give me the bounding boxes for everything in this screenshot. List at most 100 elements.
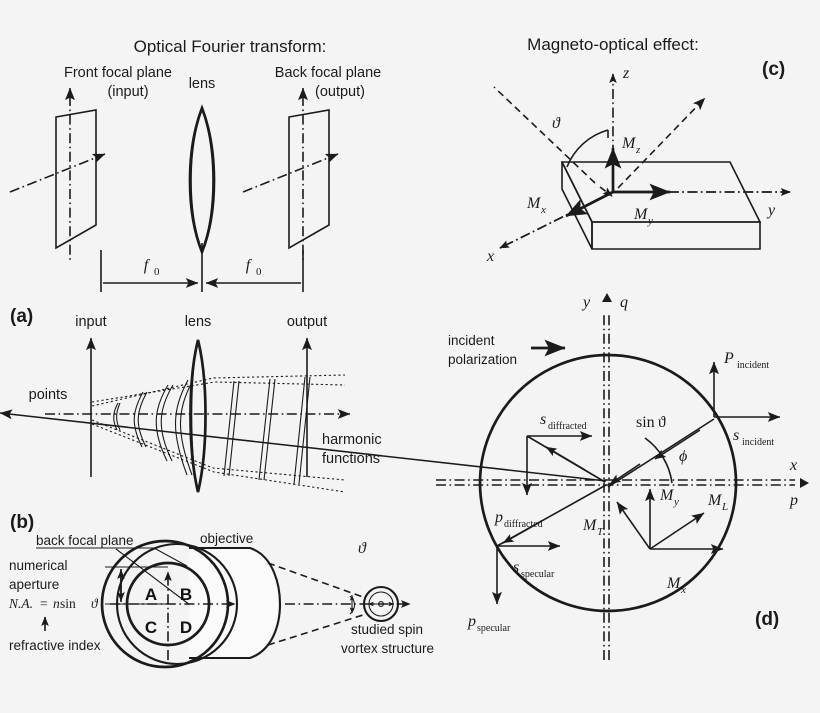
envelope-lower-b <box>91 423 346 493</box>
magnetization-triad <box>616 488 724 554</box>
sin-theta-line-upper <box>0 409 607 482</box>
refractive-index-label: refractive index <box>9 638 101 653</box>
p-incident-label: P incident <box>723 350 769 371</box>
svg-text:M: M <box>621 135 637 152</box>
svg-text:f: f <box>144 257 151 274</box>
phi-arc <box>644 437 673 484</box>
svg-text:diffracted: diffracted <box>548 421 587 432</box>
axis-y-arrow-d <box>602 293 612 302</box>
back-focal-plane-label-line1: Back focal plane <box>275 65 381 81</box>
theta-b-label: ϑ <box>358 540 367 557</box>
specular-group <box>492 484 607 605</box>
focal-right-label: f 0 <box>246 257 262 278</box>
envelope-upper-a <box>91 374 346 407</box>
svg-text:p: p <box>467 613 476 630</box>
svg-text:s: s <box>513 559 519 576</box>
wavefront-3b <box>160 384 174 462</box>
axis-x-arrow-d <box>800 478 809 488</box>
mt-label-d: M T <box>582 517 604 538</box>
axis-q-label-d: q <box>620 294 628 311</box>
svg-text:specular: specular <box>521 569 555 580</box>
quadrant-a-label: A <box>145 585 157 604</box>
vortex-outer-circle <box>362 585 400 623</box>
axis-y-label: y <box>766 202 776 219</box>
back-focal-plane-b-label: back focal plane <box>36 533 134 548</box>
na-eq: = <box>40 596 48 611</box>
wavefront-4 <box>174 379 189 476</box>
s-diffracted-label: s diffracted <box>540 411 587 432</box>
sin-theta-label: sin ϑ <box>636 414 666 431</box>
p-specular-label: p specular <box>467 613 511 634</box>
svg-text:M: M <box>582 517 598 534</box>
lens-axis-label: lens <box>185 314 212 330</box>
wavefront-5 <box>223 380 235 477</box>
axis-x-label: x <box>486 248 494 265</box>
studied-label-line2: vortex structure <box>341 641 434 656</box>
panel-a-label: (a) <box>10 306 33 327</box>
reflected-ray-c <box>617 97 706 189</box>
svg-text:M: M <box>707 492 723 509</box>
na-formula: N.A. = n sin ϑ <box>8 596 99 611</box>
harmonic-label-line2: functions <box>322 451 380 467</box>
incident-polarization-line2: polarization <box>448 352 517 367</box>
wavefront-5b <box>228 380 240 477</box>
ml-vector-d <box>649 512 705 550</box>
svg-text:0: 0 <box>154 266 160 278</box>
wavefront-7 <box>293 376 306 485</box>
mt-vector-d <box>616 501 651 550</box>
svg-text:x: x <box>540 204 546 216</box>
leader-bfp-2 <box>115 548 191 606</box>
svg-text:M: M <box>633 206 649 223</box>
wavefront-2 <box>133 391 144 448</box>
svg-text:z: z <box>635 144 641 156</box>
lens-lower-inner-l <box>191 343 198 489</box>
axis-p-label-d: p <box>789 492 798 509</box>
incident-polarization-line1: incident <box>448 333 495 348</box>
na-prefix: N.A. <box>8 596 33 611</box>
panel-d: y q x p incident polarization <box>0 293 809 660</box>
svg-text:P: P <box>723 350 734 367</box>
mz-label: M z <box>621 135 641 156</box>
wavefront-6b <box>263 378 276 481</box>
svg-text:specular: specular <box>477 623 511 634</box>
phi-label: ϕ <box>679 448 687 465</box>
axis-x-label-d: x <box>789 457 797 474</box>
aperture-label: aperture <box>9 577 59 592</box>
svg-text:incident: incident <box>742 437 774 448</box>
specular-ray-arrow <box>502 521 541 544</box>
my-label: M y <box>633 206 653 227</box>
harmonic-label-line1: harmonic <box>322 432 382 448</box>
theta-c-label: ϑ <box>552 115 561 132</box>
output-axis-label: output <box>287 314 327 330</box>
input-plane-oblique-axis <box>9 153 106 193</box>
na-sin: sin <box>60 596 76 611</box>
wavefront-1 <box>113 402 119 431</box>
slab-front-face <box>591 221 761 250</box>
na-theta: ϑ <box>91 596 99 611</box>
lens-inner-left <box>190 111 202 249</box>
fourier-propagation-diagram: points harmonic functions <box>29 337 382 493</box>
wavefront-3 <box>155 384 169 462</box>
panel-b: (b) back focal plane objective numerical… <box>8 512 434 669</box>
incident-ray-c <box>493 86 596 184</box>
ml-label-d: M L <box>707 492 728 513</box>
output-plane-parallelogram <box>288 109 330 250</box>
panel-b-label: (b) <box>10 512 34 533</box>
front-focal-plane-label-line2: (input) <box>107 84 148 100</box>
svg-text:y: y <box>673 496 679 508</box>
wavefront-4b <box>179 379 194 476</box>
svg-text:x: x <box>680 584 686 596</box>
mx-vector <box>565 190 614 218</box>
svg-text:incident: incident <box>737 360 769 371</box>
svg-text:L: L <box>721 501 728 513</box>
wavefront-2b <box>137 391 148 448</box>
converging-ray-lower <box>267 614 364 646</box>
quadrant-d-label: D <box>180 618 192 637</box>
envelope-upper-b <box>91 381 346 403</box>
s-incident-label: s incident <box>733 427 774 448</box>
panel-c: Magneto-optical effect: (c) z y x ϑ <box>486 35 791 265</box>
s-specular-label: s specular <box>513 559 555 580</box>
svg-text:T: T <box>597 526 604 538</box>
svg-text:0: 0 <box>256 266 262 278</box>
